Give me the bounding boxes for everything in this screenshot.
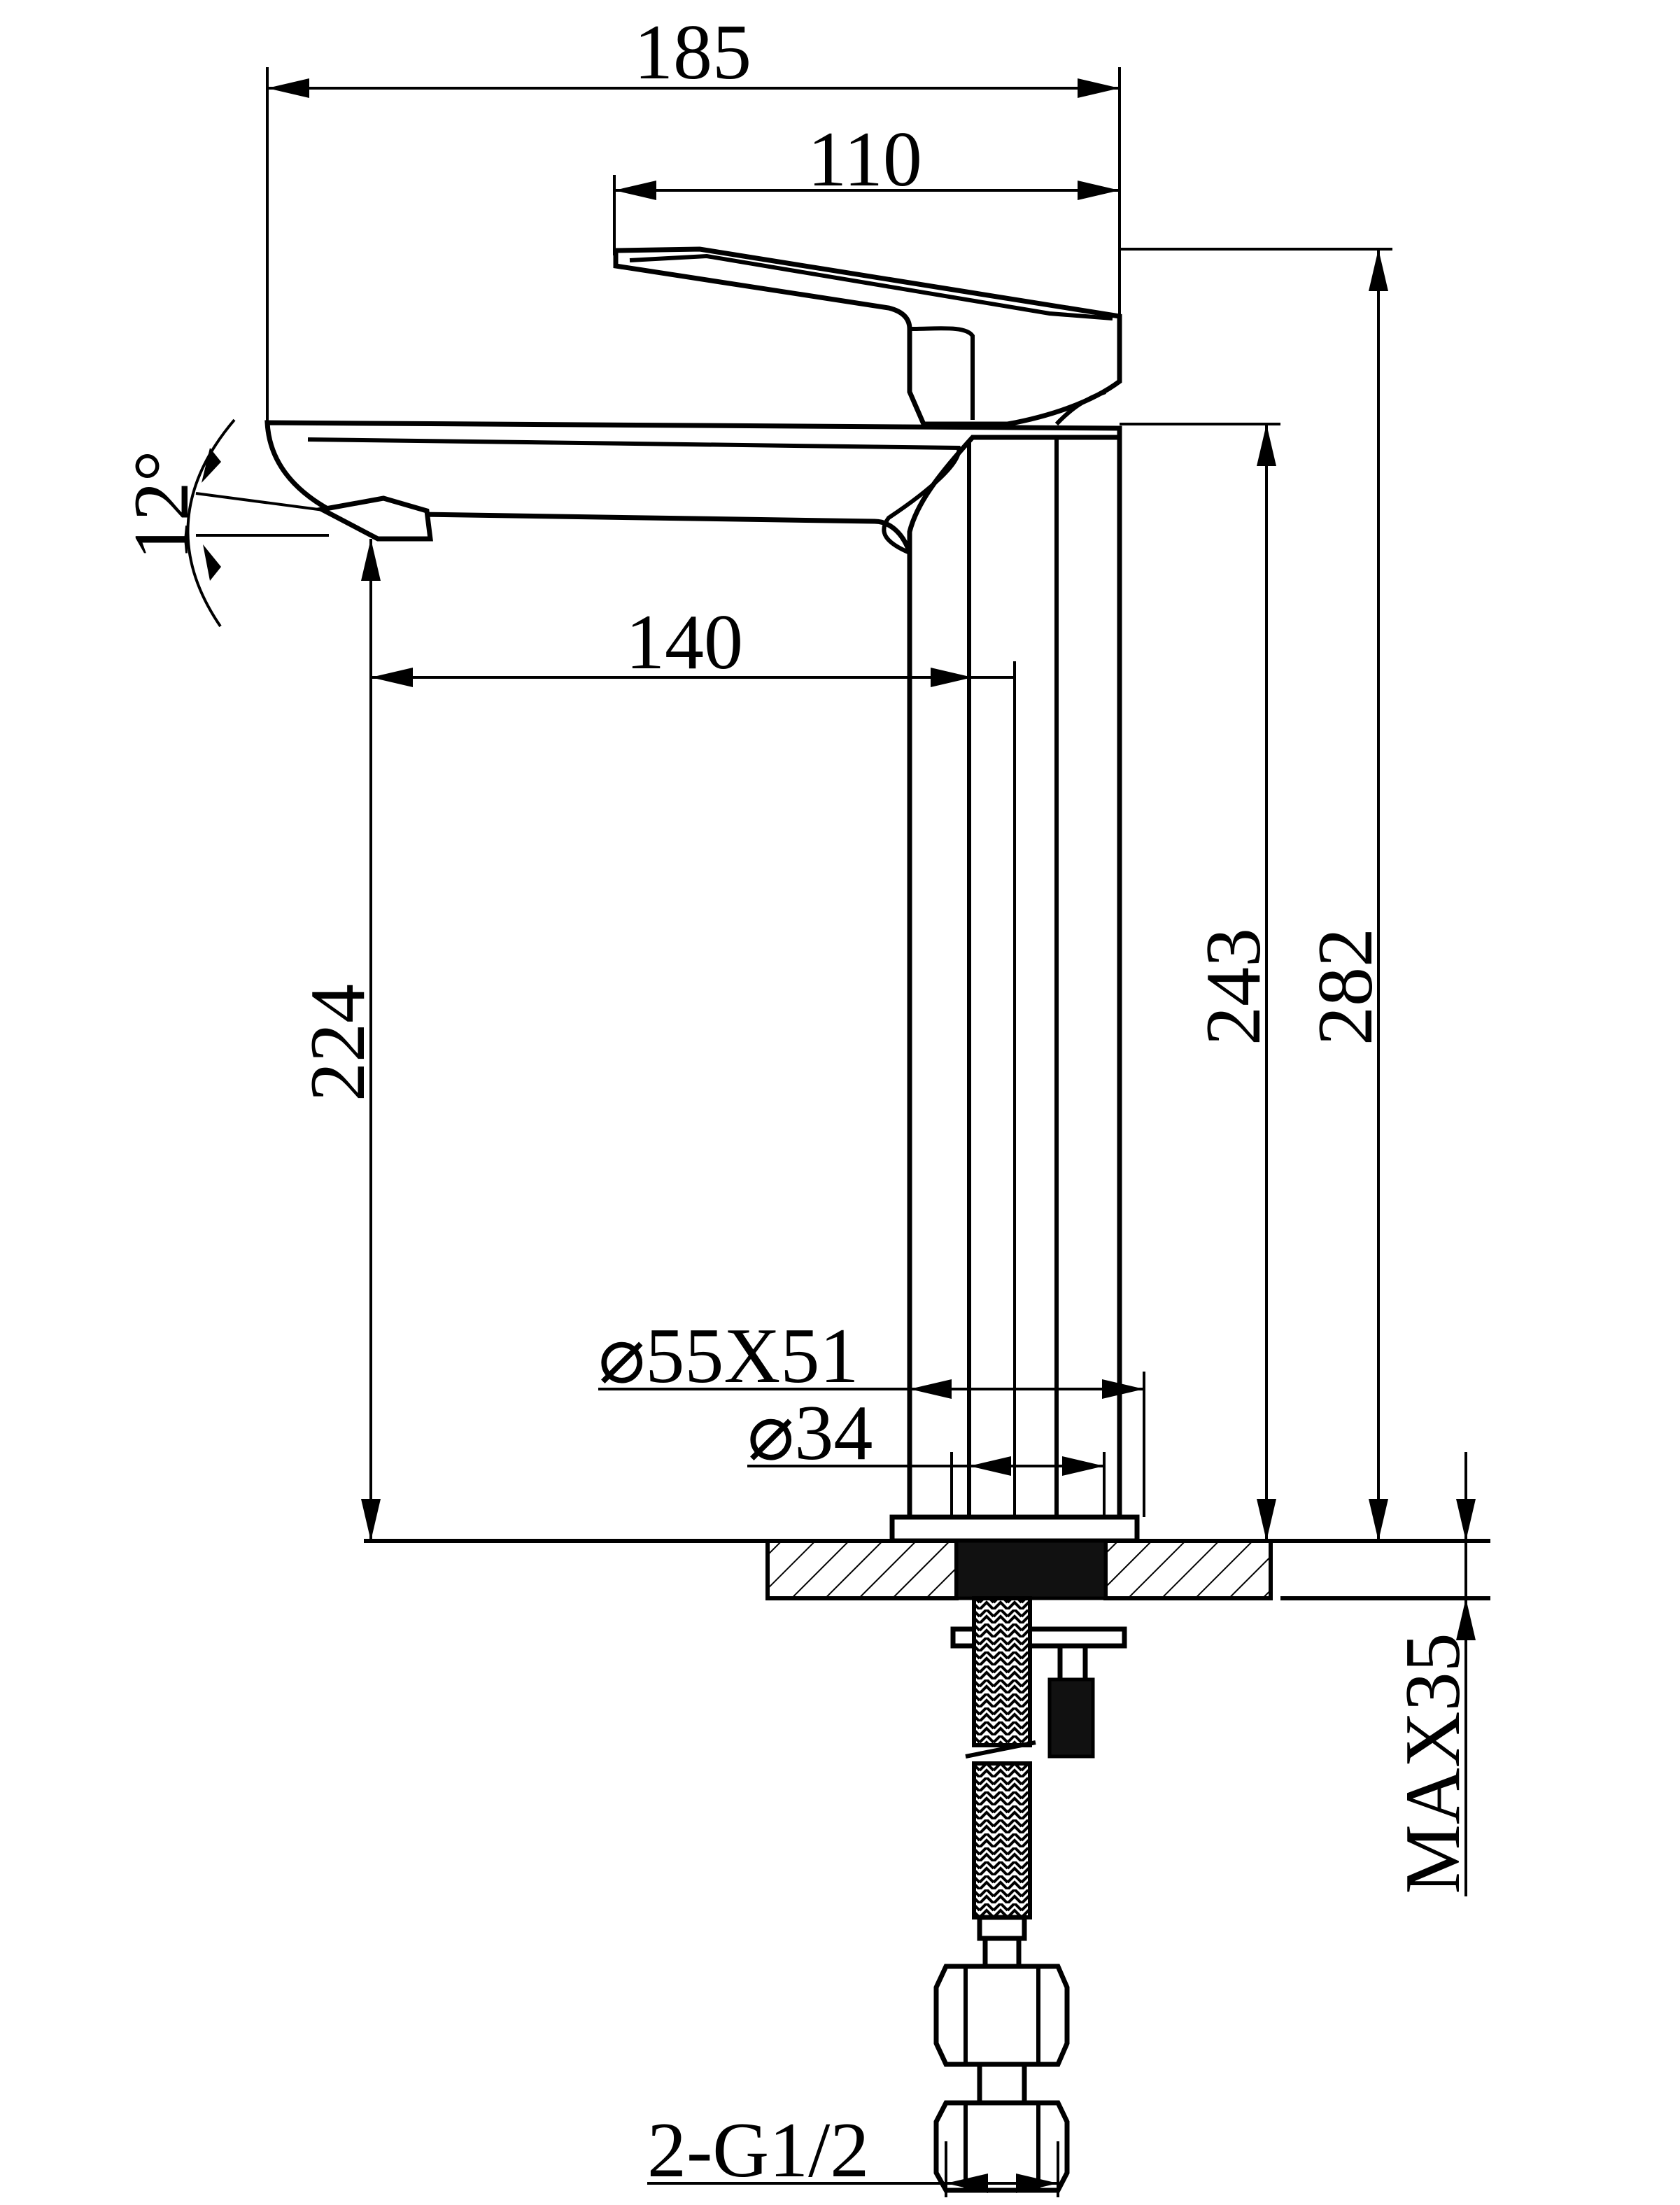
lever-handle	[613, 246, 1122, 427]
countertop	[364, 1514, 1490, 1600]
under-deck-fixings	[933, 1596, 1127, 2193]
hose-collar-2	[982, 1936, 1022, 1969]
dimension-base-size: ⌀55X51	[598, 1313, 1145, 1517]
base-ring	[889, 1514, 1140, 1544]
connection-thread-label: 2-G1/2	[647, 2107, 869, 2194]
hose-collar-3	[977, 2062, 1027, 2106]
spout-height-label: 224	[295, 984, 381, 1101]
dimension-spout-reach: 140	[371, 599, 1015, 687]
spout	[264, 420, 1122, 555]
fixing-nut	[1047, 1677, 1095, 1759]
dimension-overall-width: 185	[266, 9, 1121, 423]
spout-reach-label: 140	[626, 599, 743, 686]
hose-lower	[972, 1761, 1032, 1919]
hose-collar-1	[977, 1915, 1027, 1941]
lever-front-edge	[909, 326, 975, 420]
lever-outline	[613, 246, 1122, 427]
spout-angle-label: 12°	[118, 451, 205, 561]
dimension-connection-thread: 2-G1/2	[647, 2107, 1059, 2197]
countertop-left-section	[765, 1539, 959, 1600]
lever-length-label: 110	[807, 116, 922, 203]
body-diameter-label: ⌀34	[747, 1390, 873, 1477]
spout-outline	[264, 420, 1122, 554]
body-height-label: 243	[1190, 928, 1277, 1045]
spout-inner-line	[307, 437, 961, 555]
max-deck-thickness-label: MAX35	[1390, 1633, 1476, 1894]
dimension-lever-length: 110	[613, 116, 1120, 255]
base-size-label: ⌀55X51	[598, 1313, 859, 1400]
faucet-body	[907, 425, 1122, 1540]
hex-nut-upper	[933, 1964, 1070, 2067]
aerator	[314, 495, 433, 542]
lever-inner-line	[629, 253, 1113, 320]
mounting-shank-section	[954, 1539, 1108, 1600]
hose-break	[965, 1740, 1036, 1759]
overall-width-label: 185	[634, 9, 751, 96]
dimension-max-deck-thickness: MAX35	[1390, 1452, 1476, 1896]
dimension-body-diameter: ⌀34	[747, 1390, 1106, 1517]
dimension-spout-height: 224	[295, 539, 381, 1541]
dimension-spout-angle: 12°	[118, 418, 330, 628]
overall-height-label: 282	[1302, 928, 1389, 1045]
dimension-overall-height: 282	[1120, 248, 1392, 1541]
lever-base-curve	[1054, 390, 1106, 426]
dimension-body-height: 243	[1120, 423, 1280, 1541]
hex-nut-lower	[933, 2100, 1070, 2193]
hose-upper	[972, 1596, 1032, 1747]
countertop-right-section	[1103, 1539, 1273, 1600]
